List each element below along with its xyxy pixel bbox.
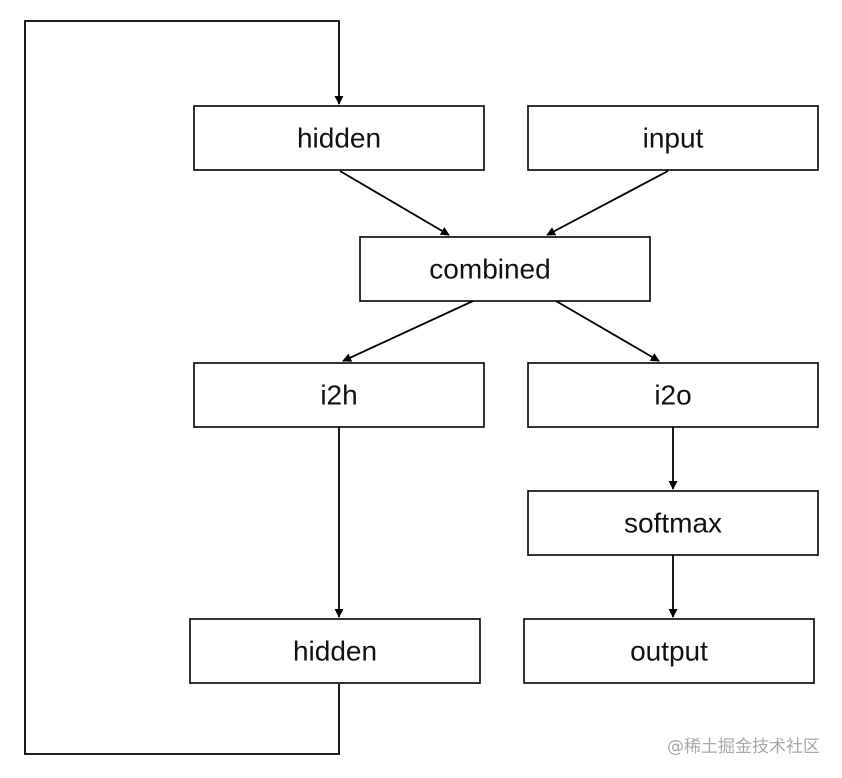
node-i2h: i2h <box>193 362 485 428</box>
node-output: output <box>523 618 815 684</box>
node-i2o-label: i2o <box>654 380 691 411</box>
node-combined-box <box>359 236 651 302</box>
node-output-label: output <box>630 636 708 667</box>
edge-combined-to-i2o <box>555 300 660 362</box>
node-i2h-box <box>193 362 485 428</box>
node-i2o: i2o <box>527 362 819 428</box>
edge-hidden-recurrent-loop <box>24 20 344 755</box>
node-softmax-box <box>527 490 819 556</box>
node-hidden-input-label: hidden <box>297 123 381 154</box>
node-softmax-label: softmax <box>624 508 722 539</box>
node-hidden-output-box <box>189 618 481 684</box>
node-input-label: input <box>643 123 704 154</box>
watermark-text: @稀土掘金技术社区 <box>667 737 820 757</box>
node-combined-label: combined <box>429 254 550 285</box>
node-input: input <box>527 105 819 171</box>
node-output-box <box>523 618 815 684</box>
node-hidden-input: hidden <box>193 105 485 171</box>
node-hidden-output: hidden <box>189 618 481 684</box>
edge-hidden-to-combined <box>339 170 450 236</box>
node-i2o-box <box>527 362 819 428</box>
node-softmax: softmax <box>527 490 819 556</box>
node-combined: combined <box>359 236 651 302</box>
node-i2h-label: i2h <box>320 380 357 411</box>
node-hidden-output-label: hidden <box>293 636 377 667</box>
node-hidden-input-box <box>193 105 485 171</box>
edge-input-to-combined <box>546 170 669 236</box>
edge-combined-to-i2h <box>342 300 474 362</box>
node-input-box <box>527 105 819 171</box>
